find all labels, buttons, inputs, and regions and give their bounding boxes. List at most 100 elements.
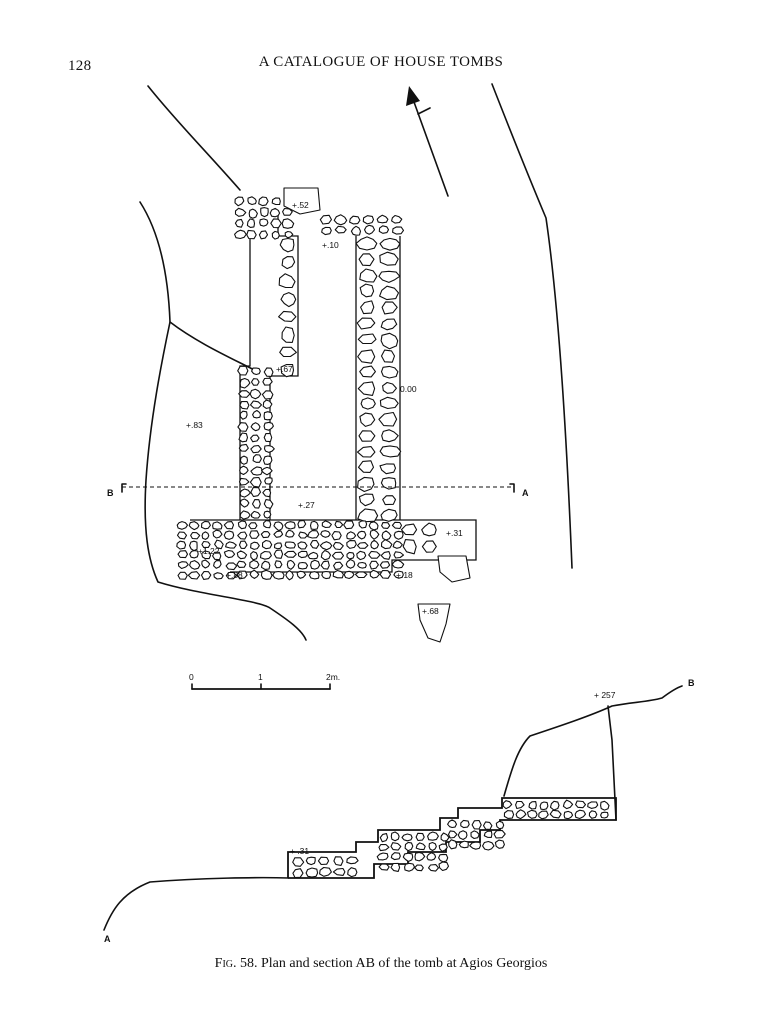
rubble-stone <box>263 510 272 519</box>
rubble-stone <box>333 214 348 226</box>
rubble-stone <box>239 377 251 389</box>
rubble-stone <box>448 839 458 850</box>
rubble-stone <box>356 542 369 549</box>
rubble-stone <box>260 531 271 539</box>
corner-block <box>283 187 321 215</box>
rubble-stone <box>392 226 405 235</box>
rubble-stone <box>248 522 258 530</box>
rubble-stone <box>284 230 294 239</box>
rubble-stone <box>223 530 235 540</box>
rubble-stone <box>380 349 396 363</box>
rubble-stone <box>457 830 468 841</box>
rubble-stone <box>358 520 368 529</box>
rubble-stone <box>404 862 416 872</box>
rubble-stone <box>250 510 261 519</box>
rubble-stone <box>238 390 251 398</box>
rubble-stone <box>251 367 261 376</box>
rubble-stone <box>263 445 275 453</box>
rubble-stone <box>238 432 249 443</box>
rubble-stone <box>321 520 332 529</box>
rubble-stone <box>427 831 439 841</box>
rubble-stone <box>292 857 305 867</box>
rubble-stone <box>357 508 379 523</box>
rubble-stone <box>526 809 538 819</box>
rubble-stone <box>380 508 398 522</box>
rubble-stone <box>249 559 260 570</box>
rubble-stone <box>503 810 515 819</box>
rubble-stone <box>321 570 332 580</box>
elevation-label: +.31 <box>446 528 463 538</box>
rubble-stone <box>380 318 398 331</box>
rubble-stone <box>331 551 345 560</box>
rubble-stone <box>379 251 399 266</box>
rubble-stone <box>261 539 273 550</box>
rubble-stone <box>334 520 344 529</box>
rubble-stone <box>258 230 269 240</box>
rubble-stone <box>390 831 400 842</box>
elevation-label: +.10 <box>322 240 339 250</box>
rubble-stone <box>246 229 257 240</box>
rubble-stone <box>263 411 273 421</box>
rubble-stone <box>285 569 294 581</box>
rubble-stone <box>415 842 426 851</box>
rubble-stone <box>263 499 274 509</box>
rubble-stone <box>447 830 458 839</box>
rubble-stone <box>482 821 493 830</box>
rubble-stone <box>239 498 250 508</box>
rubble-stone <box>296 570 307 579</box>
rubble-stone <box>247 196 257 206</box>
rubble-stone <box>438 853 449 863</box>
scale-bar: 0 1 2m. <box>189 672 340 690</box>
rubble-stone <box>236 550 248 560</box>
ground-profile <box>103 876 289 931</box>
rubble-stone <box>273 542 283 550</box>
rubble-stone <box>343 520 355 530</box>
rubble-stone <box>281 256 296 270</box>
rubble-stone <box>368 550 381 559</box>
rubble-stone <box>307 530 320 539</box>
rubble-stone <box>502 800 513 810</box>
rubble-stone <box>515 809 527 820</box>
rubble-stone <box>381 301 398 315</box>
rubble-stone <box>250 541 260 550</box>
rubble-stone <box>354 571 368 579</box>
rubble-stone <box>355 236 378 251</box>
rubble-stone <box>379 396 399 410</box>
rubble-stone <box>272 570 285 580</box>
rubble-stone <box>376 852 389 861</box>
rubble-stone <box>415 832 425 842</box>
rubble-stone <box>343 570 355 580</box>
rubble-stone <box>250 486 262 498</box>
rubble-stone <box>379 561 391 569</box>
rubble-stone <box>258 196 269 207</box>
rubble-stone <box>284 541 296 549</box>
rubble-stone <box>262 488 272 498</box>
rubble-stone <box>239 510 251 520</box>
section-mark-a <box>509 483 515 493</box>
section-elevation-label: + 257 <box>594 690 616 700</box>
rubble-stone <box>239 410 248 420</box>
rubble-stone <box>223 549 236 559</box>
rubble-stone <box>236 570 248 580</box>
rubble-stone <box>270 218 282 229</box>
rubble-stone <box>358 430 376 442</box>
rubble-stone <box>189 550 199 559</box>
rubble-stone <box>297 561 309 570</box>
rubble-stone <box>402 852 414 863</box>
rubble-stone <box>297 550 308 559</box>
rubble-stone <box>378 270 401 283</box>
rubble-stone <box>263 421 274 431</box>
rubble-stone <box>391 559 405 569</box>
section-mark-b <box>121 483 127 493</box>
rubble-stone <box>321 226 332 236</box>
detached-block <box>417 603 451 643</box>
rubble-stone <box>357 349 376 364</box>
rubble-stone <box>356 446 376 458</box>
rubble-stone <box>201 531 210 540</box>
section-stones <box>292 799 610 879</box>
rubble-stone <box>357 561 367 569</box>
rubble-stone <box>538 810 549 820</box>
rubble-stone <box>369 529 380 540</box>
rubble-stone <box>369 569 380 579</box>
rubble-stone <box>358 253 375 267</box>
